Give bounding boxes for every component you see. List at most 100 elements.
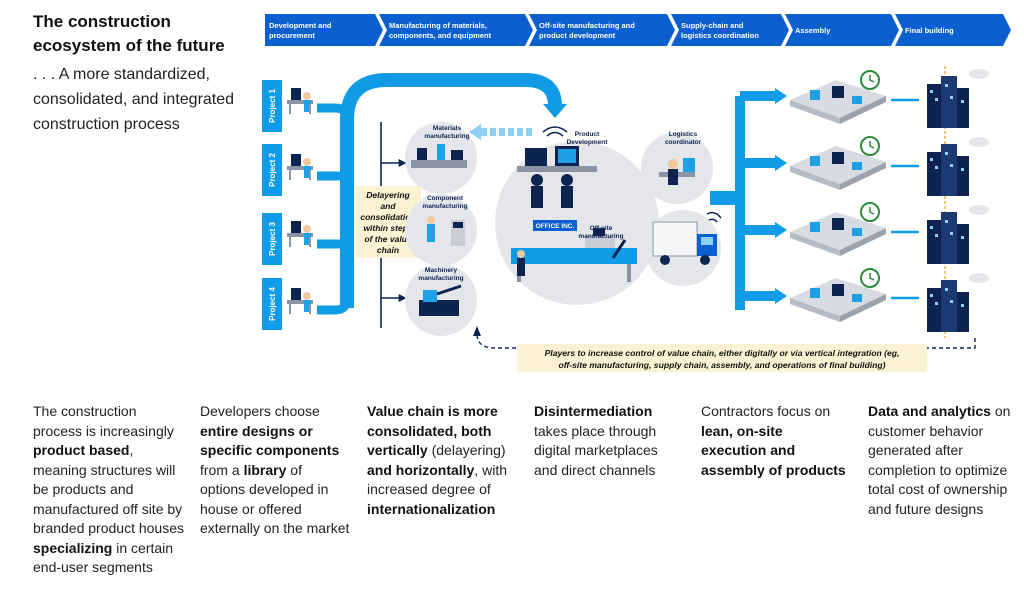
description-text-segment: product based (33, 442, 130, 458)
offsite-label: Off-site (590, 225, 613, 232)
page-title: The construction ecosystem of the future (33, 12, 225, 55)
feedback-loop (473, 326, 976, 349)
description-text-segment: of options developed in house or offered… (200, 461, 350, 537)
component-label: Component (427, 195, 464, 202)
project-label-1: Project 1 (268, 89, 277, 123)
building-icon (927, 69, 989, 128)
stage-chevron-2 (379, 14, 533, 46)
machinery-label-2: manufacturing (418, 275, 463, 282)
materials-label: Materials (433, 125, 462, 132)
developer-desks (287, 88, 313, 314)
product-development-label: Product (575, 131, 600, 138)
stage-2-label-2: components, and equipment (389, 31, 492, 40)
stage-4-label: Supply-chain and (681, 21, 744, 30)
description-text-segment: , meaning structures will be products an… (33, 442, 184, 536)
description-text-segment: and horizontally (367, 461, 475, 478)
description-text-segment: entire designs or specific components (200, 422, 340, 459)
description-text-segment: internationalization (367, 500, 496, 517)
description-5: Contractors focus on lean, on-site execu… (701, 402, 851, 480)
flow-arrowheads (543, 88, 787, 304)
description-1: The construction process is increasingly… (33, 402, 188, 578)
stage-3-label-2: product development (539, 31, 616, 40)
project-tab-1 (262, 80, 282, 132)
project-tab-2 (262, 144, 282, 196)
logistics-label: Logistics (669, 131, 698, 138)
building-icon (927, 205, 989, 264)
assembly-site (790, 70, 886, 124)
description-text-segment: lean, on-site execution and assembly of … (701, 422, 846, 478)
description-4: Disintermediation takes place through di… (534, 402, 684, 480)
developer-desk-icon (287, 288, 313, 314)
description-text-segment: Contractors focus on (701, 403, 831, 419)
delayering-line-4: within steps (363, 223, 412, 233)
component-label-2: manufacturing (422, 203, 467, 210)
stage-1-label: Development and (269, 21, 332, 30)
ecosystem-diagram: Development and procurement Manufacturin… (262, 14, 1011, 372)
product-development-label-2: Development (567, 139, 609, 146)
description-text-segment: Value chain is more consolidated, both v… (367, 403, 498, 458)
truck-node (645, 210, 722, 286)
stage-chevron-3 (529, 14, 675, 46)
building-icon (927, 137, 989, 196)
players-note: Players to increase control of value cha… (517, 344, 927, 372)
project-label-3: Project 3 (268, 222, 277, 256)
stage-6-label: Final building (905, 26, 954, 35)
description-text-segment: Developers choose (200, 403, 320, 419)
stage-4-label-2: logistics coordination (681, 31, 759, 40)
description-2: Developers choose entire designs or spec… (200, 402, 350, 539)
project-tab-3 (262, 213, 282, 265)
project-tabs: Project 1 Project 2 Project 3 Project 4 (262, 80, 282, 330)
offsite-manufacturing-node: OFFICE INC. Product Development Off-site… (495, 126, 659, 305)
offsite-label-2: manufacturing (578, 233, 623, 240)
machinery-label: Machinery (425, 267, 458, 274)
description-3: Value chain is more consolidated, both v… (367, 402, 517, 519)
assembly-site (790, 202, 886, 256)
page-subtitle: . . . A more standardized, consolidated,… (33, 66, 235, 133)
assembly-site (790, 136, 886, 190)
description-text-segment: takes place through digital marketplaces… (534, 422, 658, 478)
stage-5-label: Assembly (795, 26, 831, 35)
assembly-site (790, 268, 886, 322)
logistics-label-2: coordinator (665, 139, 702, 146)
stage-chevron-1 (265, 14, 383, 46)
description-text-segment: Disintermediation (534, 403, 653, 419)
delayering-line-3: consolidation (360, 212, 415, 222)
stage-3-label: Off-site manufacturing and (539, 21, 635, 30)
project-label-2: Project 2 (268, 153, 277, 187)
dashed-arrow-top (469, 124, 535, 140)
assembly-to-building-links (891, 98, 919, 300)
players-line-2: off-site manufacturing, supply chain, as… (558, 360, 885, 370)
component-manufacturing-node: Component manufacturing (405, 194, 477, 266)
delayering-line-5: of the value (364, 234, 412, 244)
developer-desk-icon (287, 88, 313, 114)
description-text-segment: The construction process is increasingly (33, 403, 174, 439)
delayering-line-6: chain (377, 245, 399, 255)
description-6: Data and analytics on customer behavior … (868, 402, 1018, 519)
delayering-line-2: and (380, 201, 396, 211)
stage-chevron-6 (895, 14, 1011, 46)
final-buildings (927, 69, 989, 332)
stage-2-label: Manufacturing of materials, (389, 21, 487, 30)
description-text-segment: from a (200, 461, 244, 478)
materials-manufacturing-node: Materials manufacturing (405, 122, 477, 194)
description-text-segment: , with increased degree of (367, 461, 508, 498)
building-icon (927, 273, 989, 332)
description-text-segment: in certain end-user segments (33, 539, 174, 576)
office-sign: OFFICE INC. (536, 223, 575, 230)
description-text-segment: on customer behavior generated after com… (868, 403, 1011, 517)
description-text-segment: library (243, 461, 287, 478)
players-line-1: Players to increase control of value cha… (545, 348, 900, 358)
machinery-manufacturing-node: Machinery manufacturing (405, 264, 477, 336)
logistics-coordinator-node: Logistics coordinator (641, 131, 713, 204)
materials-label-2: manufacturing (424, 133, 469, 140)
delayering-line-1: Delayering (366, 190, 410, 200)
description-text-segment: specializing (33, 539, 113, 556)
description-text-segment: Data and analytics (868, 403, 991, 419)
stage-1-label-2: procurement (269, 31, 315, 40)
assembly-sites (790, 70, 886, 322)
developer-desk-icon (287, 154, 313, 180)
project-tab-4 (262, 278, 282, 330)
stage-chevron-5 (785, 14, 899, 46)
stage-chevron-4 (671, 14, 789, 46)
project-label-4: Project 4 (268, 287, 277, 321)
